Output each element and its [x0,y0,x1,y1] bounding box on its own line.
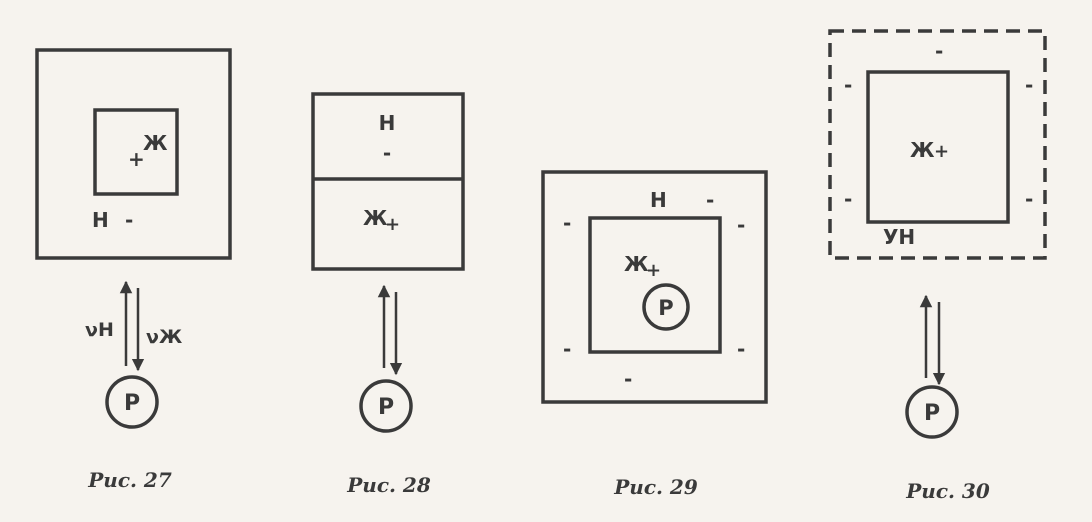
fig29-circle-label: Р [658,296,673,320]
fig30-circle-label: Р [924,401,940,426]
fig30-inner-box [866,70,1010,224]
fig29-inner-sign: + [646,260,661,281]
fig28-circle-label: Р [378,395,394,420]
fig30-dashed-box [828,29,1047,260]
fig28-caption: Рис. 28 [346,473,431,497]
figure-30: Ж + УН - - - - - Р Рис. 30 [828,29,1047,503]
fig29-sign-top-left: - [563,211,571,235]
fig28-bottom-sign: + [385,214,400,235]
fig27-outer-box [35,48,232,260]
fig27-outer-sign: - [125,208,133,232]
fig27-inner-label: Ж [143,131,168,155]
fig27-outer-label: Н [92,208,109,232]
fig29-caption: Рис. 29 [613,475,698,499]
fig29-sign-bottom-right: - [737,337,745,361]
fig28-bottom-label: Ж [363,206,388,230]
fig30-inner-sign: + [934,141,949,162]
fig29-circle [642,283,690,331]
fig27-arrow-label-left: νН [85,319,114,341]
fig29-sign-bottom: - [624,367,632,391]
fig30-circle [905,385,959,439]
fig29-inner-box [588,216,722,354]
fig28-circle [359,379,413,433]
fig28-top-label: Н [379,111,396,135]
fig27-inner-box [93,108,179,196]
fig30-sign-right-top: - [1025,73,1033,97]
fig30-inner-label: Ж [910,138,935,162]
fig29-sign-bottom-left: - [563,337,571,361]
fig30-sign-right-bottom: - [1025,187,1033,211]
fig27-circle-label: Р [124,391,140,416]
fig30-caption: Рис. 30 [905,479,990,503]
fig27-arrow-label-right: νЖ [146,326,182,348]
fig27-circle [105,375,159,429]
figure-29: Н - - - - - - Ж + Р Рис. 29 [541,170,768,499]
fig30-outer-label: УН [883,225,915,249]
figure-28: Н - Ж + Р Рис. 28 [311,92,465,497]
fig30-sign-left-bottom: - [844,187,852,211]
fig28-outer-box [311,92,465,271]
fig29-outer-box [541,170,768,404]
figure-27: + Ж Н - νН νЖ Р Рис. 27 [35,48,232,492]
fig27-caption: Рис. 27 [87,468,172,492]
fig30-sign-top: - [935,39,943,63]
fig29-inner-label: Ж [624,252,649,276]
fig27-inner-sign: + [128,147,145,171]
fig30-sign-left-top: - [844,73,852,97]
fig29-sign-top-right: - [706,188,714,212]
fig29-sign-right-top: - [737,213,745,237]
fig28-top-sign: - [383,141,391,165]
fig29-outer-label: Н [650,188,667,212]
